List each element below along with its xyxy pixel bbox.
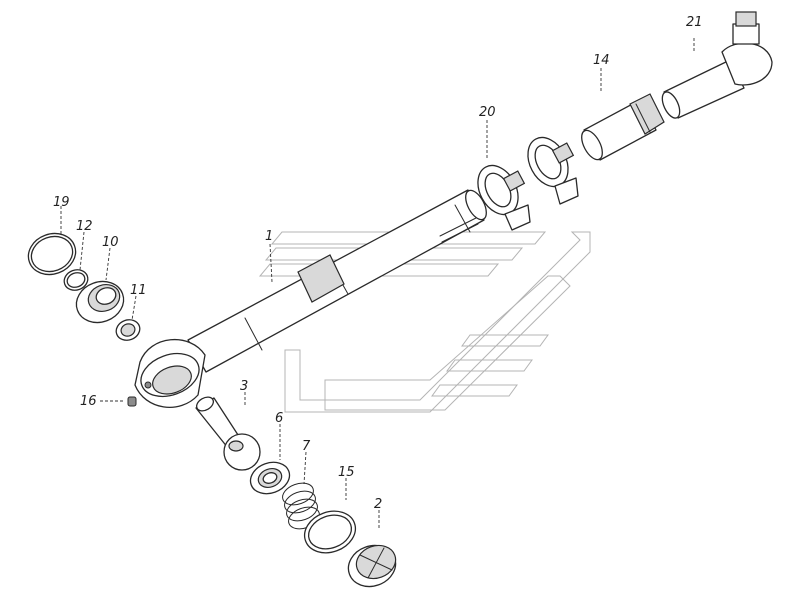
- end-plug: [347, 544, 397, 588]
- grease-fitting: [127, 396, 137, 407]
- label-part-20: 20: [479, 105, 496, 120]
- label-part-3: 3: [240, 379, 248, 394]
- large-o-ring: [27, 232, 77, 276]
- small-ring: [63, 269, 89, 291]
- watermark-logo: [258, 231, 591, 413]
- tie-rod-end: [661, 11, 773, 119]
- label-part-19: 19: [53, 195, 70, 210]
- tie-rod-tube: [187, 189, 487, 373]
- label-part-16: 16: [80, 394, 97, 409]
- label-part-12: 12: [76, 219, 93, 234]
- clamp-left: [477, 164, 531, 231]
- ball-pin: [195, 396, 261, 471]
- label-part-21: 21: [686, 15, 703, 30]
- threaded-sleeve: [581, 93, 665, 161]
- cup-cover: [75, 280, 125, 324]
- label-part-2: 2: [374, 497, 382, 512]
- seat-ring: [249, 461, 291, 495]
- leader-lines: [60, 38, 695, 530]
- label-part-11: 11: [130, 283, 147, 298]
- bushing: [115, 319, 141, 341]
- label-part-6: 6: [275, 411, 283, 426]
- label-part-1: 1: [265, 229, 273, 244]
- label-part-7: 7: [302, 439, 311, 454]
- part-labels: 21 14 20 1 19 12 10 11 16 3 6 7 15 2: [53, 15, 703, 512]
- label-part-10: 10: [102, 235, 119, 250]
- gasket: [303, 510, 357, 554]
- label-part-14: 14: [593, 53, 610, 68]
- label-part-15: 15: [338, 465, 355, 480]
- clamp-right: [527, 136, 579, 205]
- ball-socket-housing: [134, 339, 206, 408]
